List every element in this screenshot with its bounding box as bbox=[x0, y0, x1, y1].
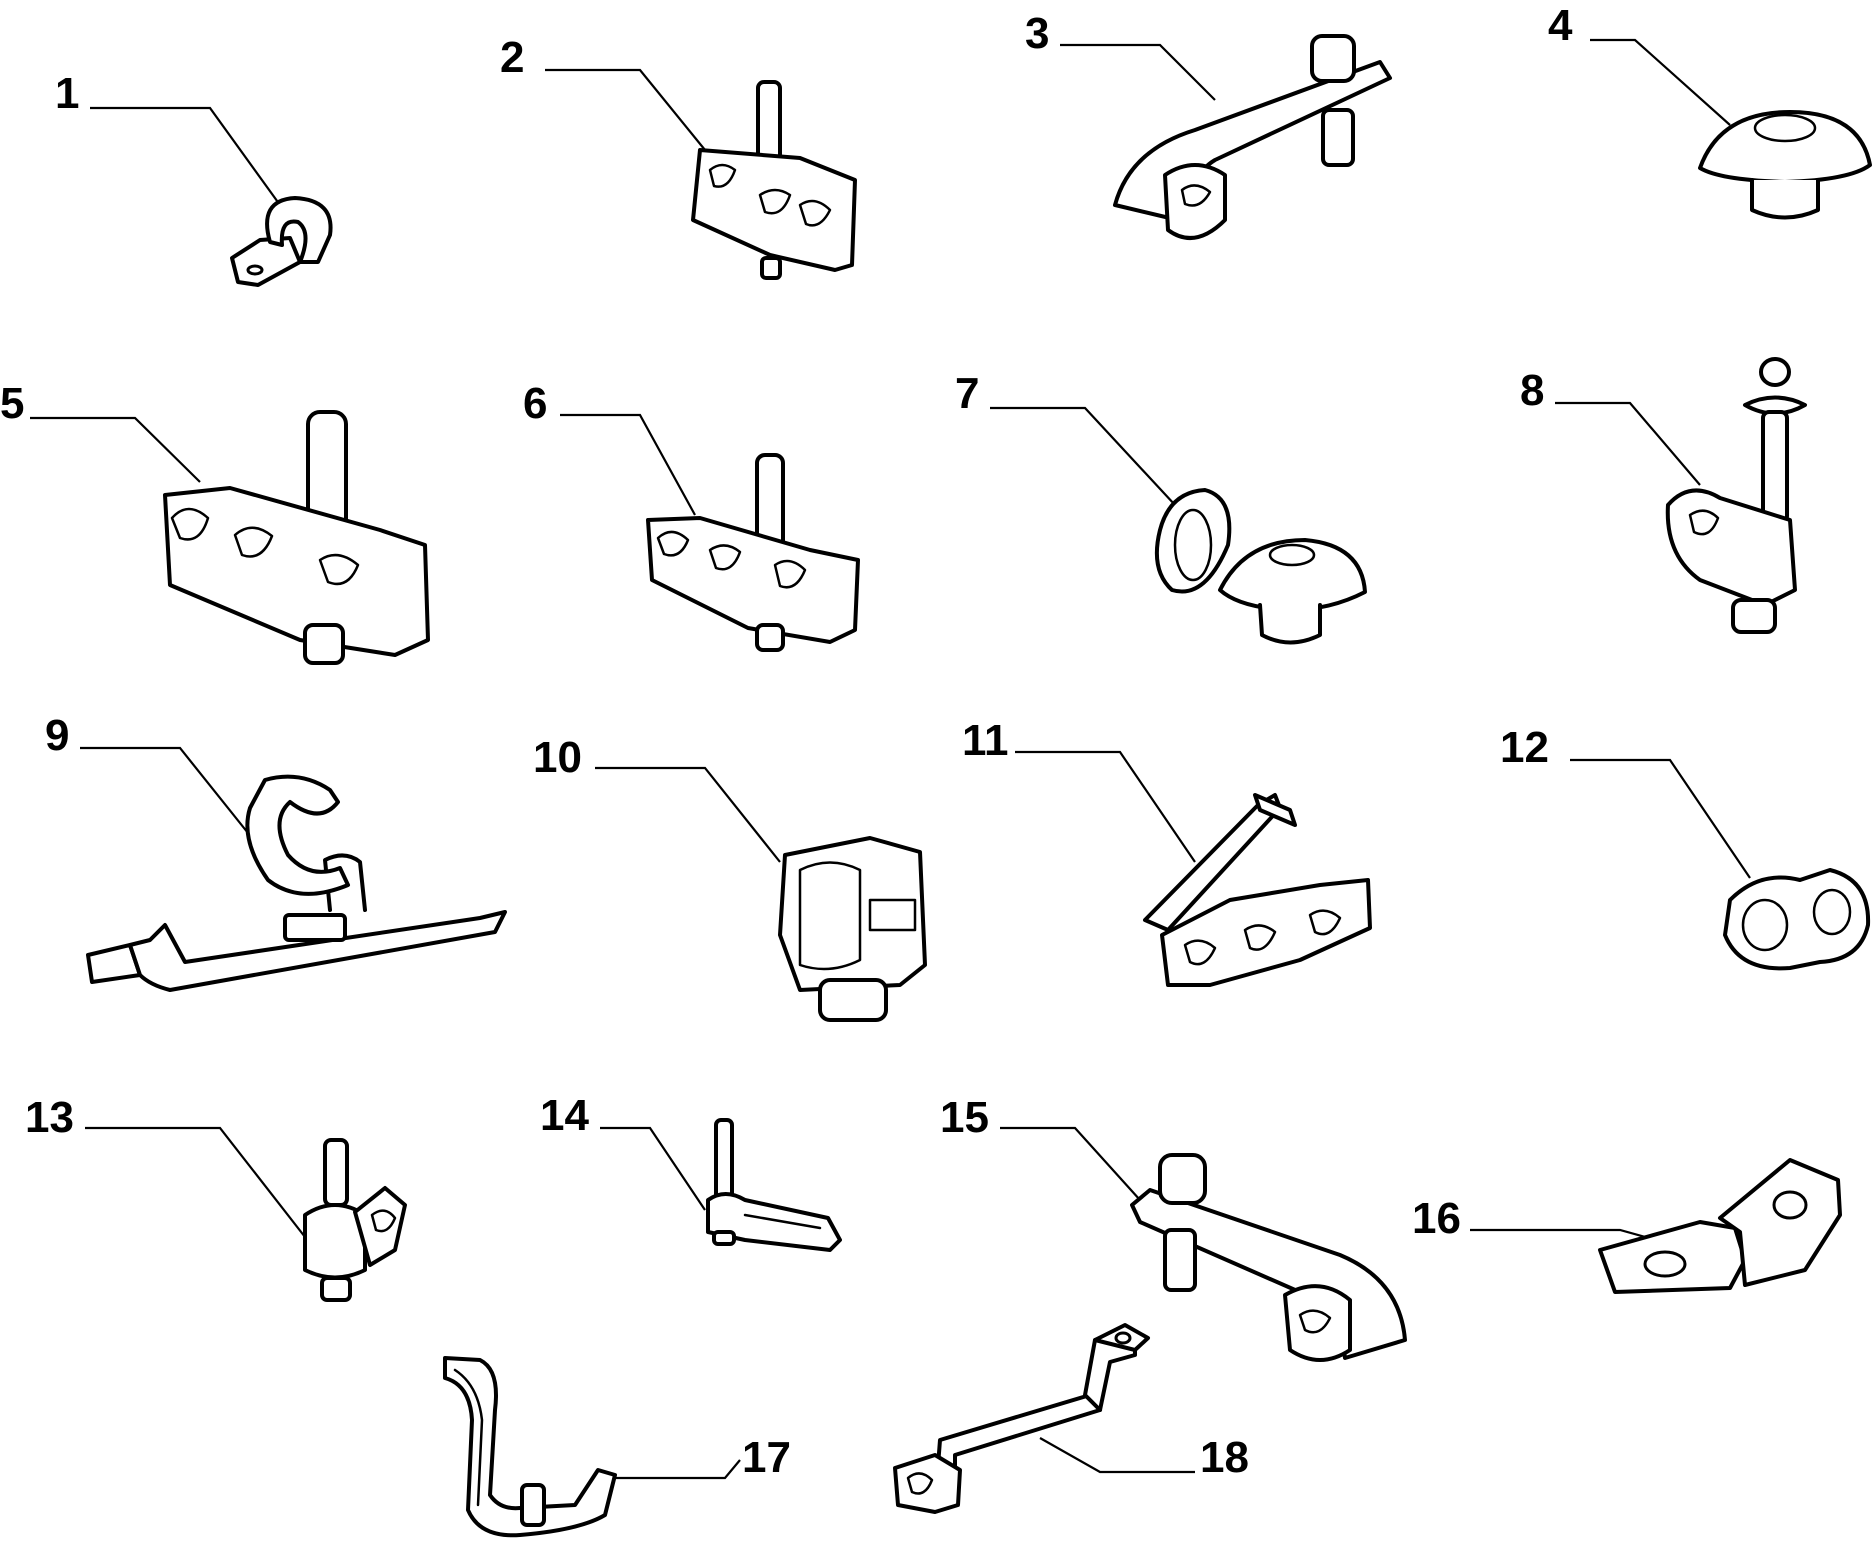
callout-5-label: 5 bbox=[0, 379, 24, 428]
part-15-arm-bracket bbox=[1000, 1126, 1407, 1362]
callout-13-label: 13 bbox=[25, 1093, 74, 1142]
callout-3-label: 3 bbox=[1025, 9, 1049, 58]
callout-9-label: 9 bbox=[45, 711, 69, 760]
callout-17-label: 17 bbox=[742, 1433, 791, 1482]
part-8-stud-clip bbox=[1555, 357, 1807, 634]
part-16-strap-bracket bbox=[1470, 1158, 1842, 1294]
part-11-pipe-holder bbox=[1015, 750, 1372, 987]
callout-18-label: 18 bbox=[1200, 1433, 1249, 1482]
part-13-small-stud-clip bbox=[85, 1126, 407, 1302]
callout-15-label: 15 bbox=[940, 1093, 989, 1142]
part-18-z-bracket bbox=[893, 1323, 1195, 1514]
part-6-multi-clip bbox=[560, 413, 860, 652]
callout-2-label: 2 bbox=[500, 33, 524, 82]
callout-11-label: 11 bbox=[962, 716, 1009, 765]
part-7-clip-cap bbox=[990, 406, 1367, 645]
callout-14-label: 14 bbox=[540, 1091, 589, 1140]
callout-1-label: 1 bbox=[55, 69, 79, 118]
callout-10-label: 10 bbox=[533, 733, 582, 782]
part-14-stud-arm bbox=[600, 1118, 842, 1252]
callout-7-label: 7 bbox=[955, 369, 979, 418]
part-3-arm-bracket bbox=[1060, 34, 1392, 240]
part-17-pipe-holder bbox=[443, 1356, 741, 1538]
callout-4-label: 4 bbox=[1548, 1, 1573, 50]
callout-16-label: 16 bbox=[1412, 1194, 1461, 1243]
callout-8-label: 8 bbox=[1520, 366, 1544, 415]
part-5-multi-clip bbox=[30, 410, 430, 665]
part-10-square-clip bbox=[595, 766, 927, 1022]
callout-12-label: 12 bbox=[1500, 723, 1549, 772]
part-2-post-clip bbox=[545, 68, 857, 280]
part-12-double-clip bbox=[1570, 758, 1871, 971]
part-9-cable-tie bbox=[80, 746, 507, 992]
part-1-p-clip bbox=[90, 106, 333, 287]
part-4-push-pin bbox=[1590, 38, 1872, 220]
callout-6-label: 6 bbox=[523, 379, 547, 428]
